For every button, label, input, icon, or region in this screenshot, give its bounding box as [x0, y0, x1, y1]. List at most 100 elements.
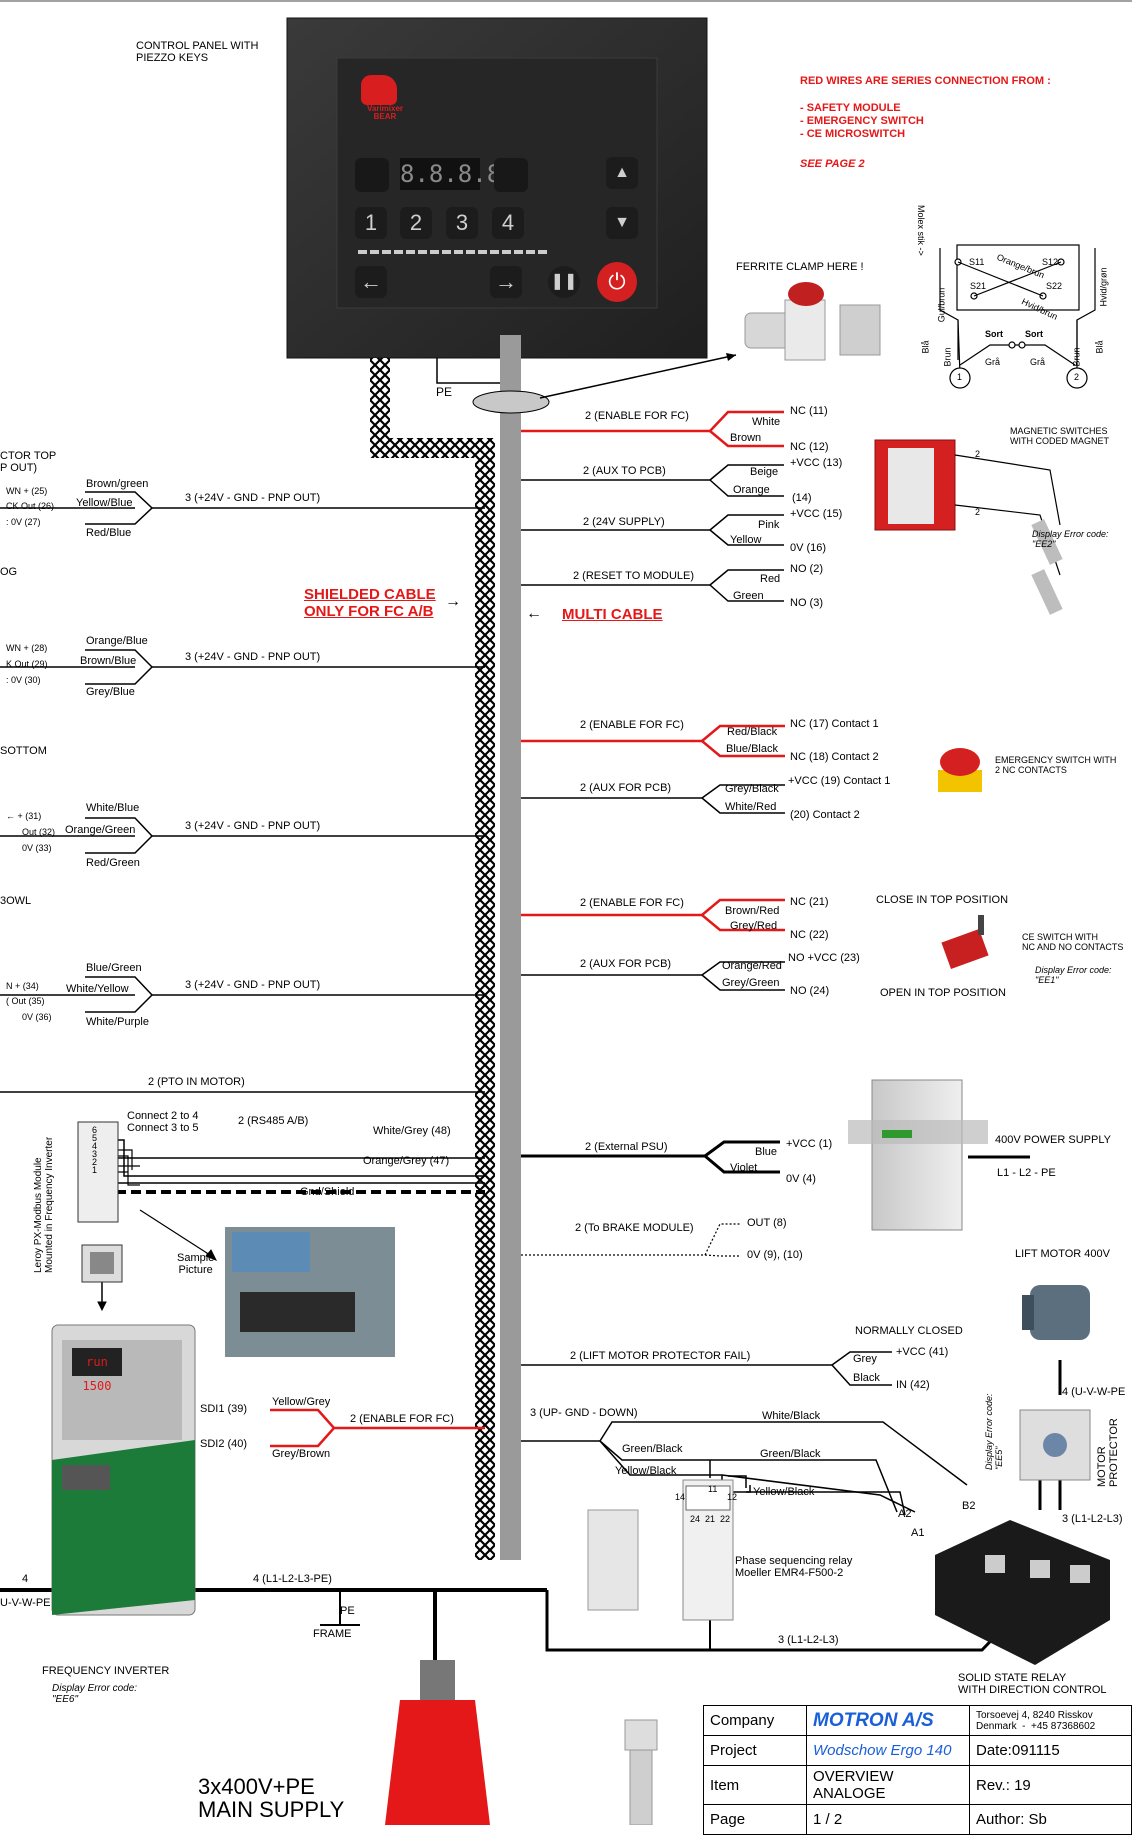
ce-cable-1: 2 (ENABLE FOR FC) — [580, 897, 684, 909]
safety-cable-1: 2 (ENABLE FOR FC) — [585, 410, 689, 422]
molex-wire-hvid-brun: Hvid/brun — [1020, 296, 1060, 322]
panel-key-right[interactable]: → — [490, 266, 522, 298]
molex-wire-gul-brun: Gul/brun — [936, 287, 947, 323]
psu-cable-label: 2 (External PSU) — [585, 1141, 668, 1153]
sensor-wiring — [0, 491, 485, 1093]
panel-key-down[interactable]: ▼ — [606, 207, 638, 239]
motor-cable-label: 4 (U-V-W-PE — [1062, 1386, 1126, 1398]
author-value: Author: Sb — [969, 1804, 1132, 1835]
sensor-4-wire-3: White/Purple — [86, 1016, 149, 1028]
see-page-note: SEE PAGE 2 — [800, 158, 865, 170]
panel-display: 8.8.8.8 — [400, 158, 502, 190]
panel-key-3[interactable]: 3 — [446, 207, 478, 239]
sensor-2-pin-3: : 0V (30) — [6, 675, 41, 685]
main-supply-label: 3x400V+PE MAIN SUPPLY — [198, 1774, 345, 1823]
sensor-2-pin-1: WN + (28) — [6, 643, 48, 653]
sdi1-label: SDI1 (39) — [200, 1403, 248, 1415]
motor-protector-label: MOTOR PROTECTOR — [1096, 1418, 1121, 1487]
emergency-cable-1: 2 (ENABLE FOR FC) — [580, 719, 684, 731]
direction-wire-green-black-2: Green/Black — [760, 1448, 821, 1460]
ce-term-21: NC (21) — [790, 896, 829, 908]
sensor-1-pin-3: : 0V (27) — [6, 517, 41, 527]
ce-term-24: NO (24) — [790, 985, 830, 997]
inverter-left-uvw: U-V-W-PE — [0, 1597, 51, 1609]
mp-term-42: IN (42) — [896, 1379, 930, 1391]
safety-wire-red: Red — [760, 573, 781, 585]
safety-module-image — [874, 439, 1063, 615]
relay-term-12: 12 — [727, 1492, 738, 1502]
inverter-left-4: 4 — [22, 1573, 29, 1585]
safety-cable-4: 2 (RESET TO MODULE) — [573, 570, 695, 582]
safety-wire-orange: Orange — [733, 484, 770, 496]
direction-wire-yellow-black-2: Yellow/Black — [753, 1486, 815, 1498]
psu-term-1: +VCC (1) — [786, 1138, 833, 1150]
gnd-shield-label: Gnd/Shield — [300, 1186, 355, 1198]
modbus-pin-2: 2 — [92, 1157, 98, 1167]
relay-term-21: 21 — [705, 1514, 716, 1524]
safety-wire-pink: Pink — [758, 519, 780, 531]
supply-pe-label: PE — [340, 1605, 355, 1617]
sensor-4-wire-1: Blue/Green — [86, 962, 142, 974]
multi-cable-arrow: ← — [526, 605, 542, 622]
panel-key-left[interactable]: ← — [355, 266, 387, 298]
molex-wire-sort-1: Sort — [985, 329, 1003, 339]
relay-term-11: 11 — [708, 1484, 718, 1494]
multi-cable-label: MULTI CABLE — [562, 606, 663, 623]
panel-dial-left[interactable] — [355, 158, 389, 192]
panel-key-up[interactable]: ▲ — [606, 157, 638, 189]
direction-wire-green-black-1: Green/Black — [622, 1443, 683, 1455]
sensor-4-pin-1: N + (34) — [6, 981, 39, 991]
molex-pin-1: 1 — [957, 372, 963, 382]
safety-term-16: 0V (16) — [790, 542, 827, 554]
emergency-wire-4: White/Red — [725, 801, 777, 813]
inverter-enable-wiring — [270, 1408, 485, 1448]
modbus-module-label: Leroy PX-Modbus Module Mounted in Freque… — [33, 1136, 55, 1273]
sensor-3-group: SOTTOM — [0, 745, 47, 757]
safety-term-14: (14) — [792, 492, 812, 504]
frame-label: FRAME — [313, 1628, 352, 1640]
molex-wire-gra-1: Grå — [985, 357, 1001, 367]
mixer-image — [624, 1719, 658, 1825]
panel-power-button[interactable]: ⏻ — [597, 262, 637, 302]
term-a2: A2 — [898, 1508, 912, 1520]
molex-s22: S22 — [1046, 281, 1063, 291]
item-value: OVERVIEW ANALOGE — [806, 1765, 970, 1805]
safety-term-15: +VCC (15) — [790, 508, 843, 520]
direction-wire-white-black: White/Black — [762, 1410, 821, 1422]
emergency-switch-label: EMERGENCY SWITCH WITH 2 NC CONTACTS — [995, 755, 1117, 775]
safety-cable-2: 2 (AUX TO PCB) — [583, 465, 666, 477]
molex-wire-brun-2: Brun — [1071, 347, 1082, 367]
sensor-1-cable: 3 (+24V - GND - PNP OUT) — [185, 492, 321, 504]
red-wires-title: RED WIRES ARE SERIES CONNECTION FROM : — [800, 75, 1051, 87]
white-grey-48: White/Grey (48) — [373, 1125, 451, 1137]
direction-cable-label: 3 (UP- GND - DOWN) — [530, 1407, 638, 1419]
molex-wire-bla-1: Blå — [920, 340, 931, 354]
emergency-wire-2: Blue/Black — [726, 743, 778, 755]
sensor-4-wire-2: White/Yellow — [66, 983, 129, 995]
panel-key-pause[interactable]: ❚❚ — [548, 266, 580, 298]
sensor-2-wire-3: Grey/Blue — [86, 686, 135, 698]
pto-label: 2 (PTO IN MOTOR) — [148, 1076, 245, 1088]
sensor-4-group: 3OWL — [0, 895, 32, 907]
sensor-4-pin-2: ( Out (35) — [6, 996, 45, 1006]
sensor-2-wire-1: Orange/Blue — [86, 635, 148, 647]
panel-dial-right[interactable] — [494, 158, 528, 192]
ferrite-clamp-marker — [472, 390, 550, 414]
panel-key-4[interactable]: 4 — [492, 207, 524, 239]
sensor-1-wire-3: Red/Blue — [86, 527, 132, 539]
ce-term-23: NO +VCC (23) — [788, 952, 860, 964]
psu-label: 400V POWER SUPPLY — [995, 1134, 1111, 1146]
company-address: Torsoevej 4, 8240 Risskov Denmark - +45 … — [969, 1705, 1132, 1736]
inverter-wire-yellow-grey: Yellow/Grey — [272, 1396, 331, 1408]
panel-key-1[interactable]: 1 — [355, 207, 387, 239]
sensor-3-pin-3: 0V (33) — [22, 843, 52, 853]
ce-wire-3: Orange/Red — [722, 960, 782, 972]
panel-key-2[interactable]: 2 — [400, 207, 432, 239]
ferrite-clamp-image — [744, 282, 881, 361]
molex-wire-gra-2: Grå — [1030, 357, 1046, 367]
direction-wiring — [521, 1421, 968, 1516]
term-b2: B2 — [962, 1500, 976, 1512]
molex-s21: S21 — [970, 281, 987, 291]
motor-protector-wiring — [521, 1351, 892, 1386]
molex-wire-brun-1: Brun — [942, 347, 953, 367]
